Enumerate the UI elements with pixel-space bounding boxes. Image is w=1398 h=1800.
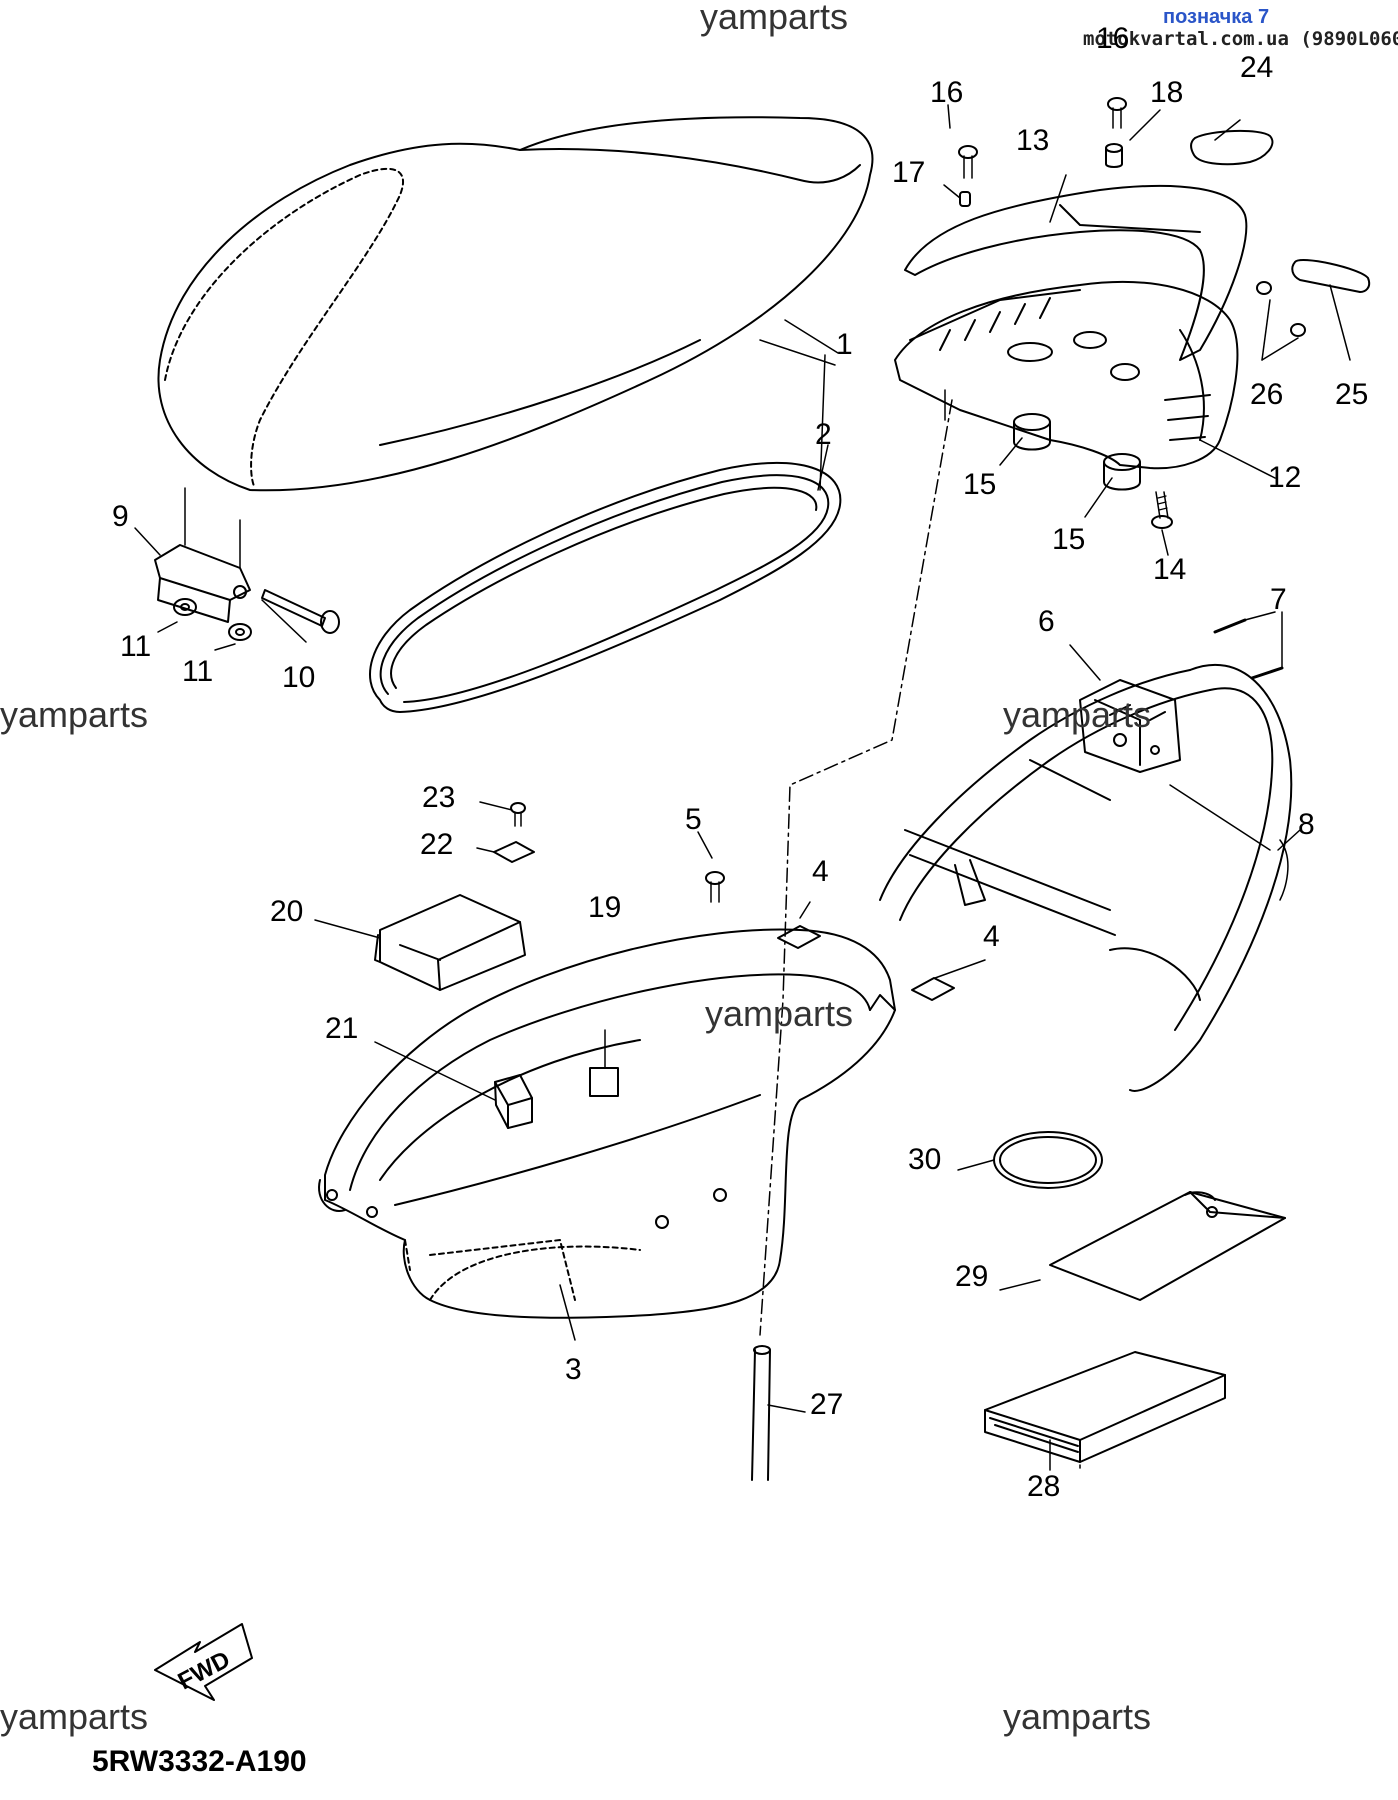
callout-number: 10 (282, 661, 316, 694)
diagram-code: 5RW3332-A190 (92, 1745, 307, 1778)
callout-number: 17 (892, 156, 926, 189)
watermark: yamparts (700, 0, 849, 37)
pad-part (494, 1067, 619, 1129)
callout-number: 25 (1335, 378, 1369, 411)
callout-number: 8 (1298, 808, 1315, 841)
callout-number: 12 (1268, 461, 1302, 494)
callout-number: 26 (1250, 378, 1284, 411)
callout-number: 6 (1038, 605, 1055, 638)
callout-number: 14 (1153, 553, 1187, 586)
watermark: yamparts (1003, 694, 1152, 735)
screw-part (1151, 491, 1173, 529)
callout-number: 15 (1052, 523, 1086, 556)
site-label: motokvartal.com.ua (9890L0601200) (1083, 28, 1398, 50)
callout-number: 24 (1240, 51, 1274, 84)
hinge-bracket-part (154, 487, 251, 623)
hose-part (751, 1345, 771, 1481)
callout-number: 4 (983, 920, 1000, 953)
leader-lines (134, 104, 1351, 1471)
assembly-centerlines (759, 399, 953, 1336)
small-nut-part (1256, 281, 1306, 337)
tag-label: позначка 7 (1163, 6, 1270, 28)
callout-number: 11 (182, 655, 214, 688)
seal-part (369, 354, 842, 713)
rear-carrier-part (894, 280, 1239, 470)
callout-number: 20 (270, 895, 304, 928)
callout-number: 13 (1016, 124, 1050, 157)
manual-part (984, 1351, 1226, 1463)
watermark: yamparts (0, 694, 149, 735)
fwd-arrow-icon: FWD (154, 1623, 253, 1701)
o-ring-part (993, 1131, 1103, 1189)
callout-number: 16 (1096, 22, 1130, 55)
watermark: yamparts (0, 1696, 149, 1737)
callout-number: 4 (812, 855, 829, 888)
callout-number: 23 (422, 781, 456, 814)
watermark: yamparts (705, 993, 854, 1034)
grab-bar-part (904, 184, 1248, 361)
callout-number: 21 (325, 1012, 359, 1045)
callout-number: 27 (810, 1388, 844, 1421)
callout-number: 22 (420, 828, 454, 861)
callout-number: 15 (963, 468, 997, 501)
callout-number: 7 (1270, 583, 1287, 616)
callout-number: 3 (565, 1353, 582, 1386)
reflector-part (1291, 259, 1371, 293)
helmet-box-part (318, 928, 896, 1319)
callout-number: 9 (112, 500, 129, 533)
collar-part (959, 143, 1123, 207)
seat-lock-part (1079, 679, 1181, 773)
bracket-cover-part (374, 894, 526, 991)
nut-part (173, 598, 252, 641)
lock-screw-part (1213, 618, 1284, 680)
emblem-part (1190, 129, 1274, 166)
damper-part (1013, 413, 1141, 491)
callout-number: 19 (588, 891, 622, 924)
callout-number: 30 (908, 1143, 942, 1176)
callout-number: 11 (120, 630, 152, 663)
callout-number: 29 (955, 1260, 989, 1293)
callout-number: 16 (930, 76, 964, 109)
watermark: yamparts (1003, 1696, 1152, 1737)
frame-part (879, 664, 1293, 1092)
hinge-bolt-part (261, 589, 340, 634)
small-hardware-part (493, 802, 955, 1001)
callout-number: 5 (685, 803, 702, 836)
pouch-part (1049, 1191, 1286, 1301)
callout-number: 2 (815, 418, 832, 451)
seat-part (157, 116, 874, 492)
callout-number: 18 (1150, 76, 1184, 109)
callout-number: 28 (1027, 1470, 1061, 1503)
callout-number: 1 (836, 328, 853, 361)
top-bolt-part (958, 97, 1127, 179)
